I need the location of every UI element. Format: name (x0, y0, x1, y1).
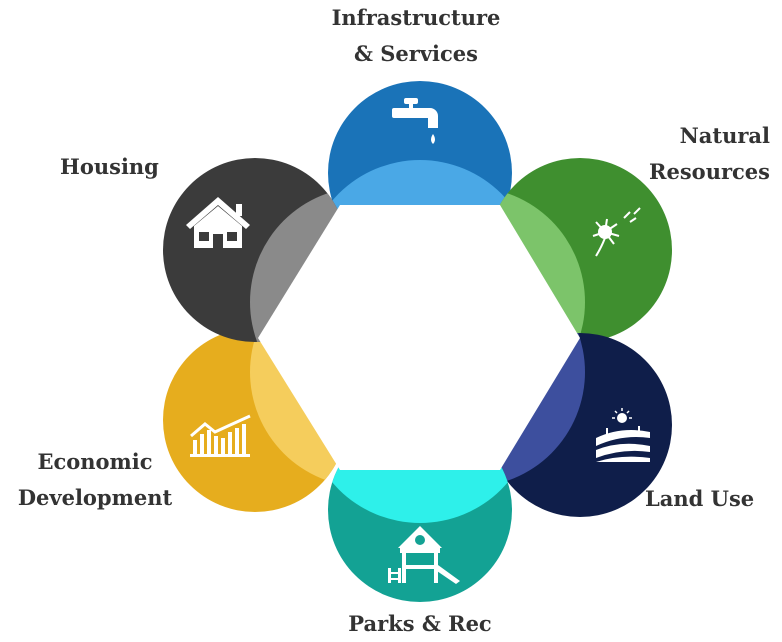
dandelion-icon (592, 207, 641, 257)
segment-economic-development-overlap (250, 328, 347, 487)
label-line: Natural (679, 123, 770, 148)
label-housing: Housing (60, 149, 190, 185)
segment-natural-resources-overlap (488, 187, 585, 342)
label-line: Development (17, 485, 173, 510)
label-line: Housing (60, 154, 159, 179)
label-economic-development: Economic Development (0, 444, 190, 516)
farmland-icon (596, 408, 650, 462)
label-line: & Services (353, 41, 478, 66)
segment-land-use-overlap (488, 333, 585, 487)
growth-chart-icon (190, 414, 251, 457)
label-line: Parks & Rec (348, 611, 492, 636)
label-line: Land Use (645, 486, 755, 511)
playground-icon (388, 526, 460, 584)
label-line: Economic (37, 449, 153, 474)
label-line: Infrastructure (331, 5, 501, 30)
label-natural-resources: Natural Resources (630, 118, 770, 190)
segment-housing-overlap (250, 187, 347, 342)
house-icon (186, 197, 250, 248)
center-hexagon (258, 205, 580, 470)
label-parks-rec: Parks & Rec (330, 606, 510, 642)
label-line: Resources (649, 159, 770, 184)
faucet-icon (392, 98, 438, 144)
label-infrastructure-services: Infrastructure & Services (300, 0, 532, 72)
label-land-use: Land Use (645, 481, 775, 517)
